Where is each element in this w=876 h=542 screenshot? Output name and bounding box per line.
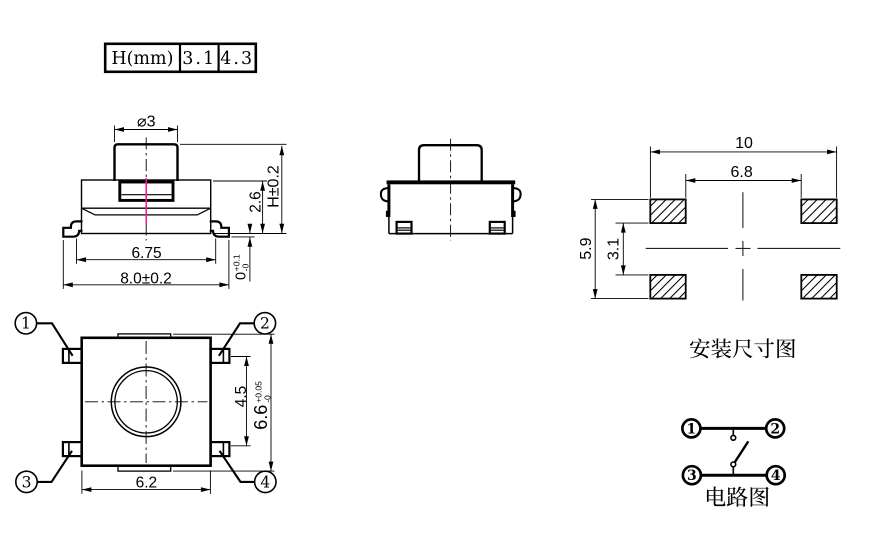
mounting-pad-top-left: [649, 198, 687, 224]
pin-number: 1: [21, 315, 31, 333]
circuit-pin-4: 4: [765, 464, 787, 486]
dimension-text-group: 4.5: [233, 386, 250, 408]
top-pin-callout-1: 1: [14, 311, 74, 357]
side-view: [379, 138, 522, 241]
pin-number-circle: [764, 418, 786, 439]
dimension-text: 2.6: [247, 191, 264, 213]
height-table-header: H(mm): [111, 49, 173, 69]
dimension-tolerance-lower: -0: [240, 263, 250, 271]
pin-number-circle: [681, 464, 703, 486]
terminal-outline: [61, 347, 83, 364]
mounting-dim-inner-height: 3.1: [606, 222, 649, 276]
dimension-text-group: 2.6: [247, 191, 264, 213]
pin-leader-line: [218, 322, 255, 357]
height-table-value: 4.3: [220, 49, 254, 69]
front-view: ⌀3 H±0.2 2.6 0 +0.1 -0: [62, 113, 287, 289]
dimension-text: 5.9: [578, 237, 595, 259]
dimension-text-group: 5.9: [578, 237, 595, 259]
height-table-value: 3.1: [182, 49, 216, 69]
dimension-text: 6.75: [132, 245, 162, 262]
front-dim-overall-width: 8.0±0.2: [62, 240, 230, 289]
pin-number: 2: [770, 421, 780, 437]
circuit-pin-2: 2: [764, 418, 786, 439]
circuit-contact-top: [730, 434, 737, 441]
top-body-outline: [80, 336, 212, 467]
top-terminal-4: [209, 441, 231, 458]
front-dim-overall-height: H±0.2: [180, 143, 287, 234]
pin-number: 3: [687, 468, 697, 484]
dimension-text: 6.2: [136, 475, 158, 492]
circuit-pin-1: 1: [681, 418, 702, 439]
dimension-text: ⌀3: [137, 113, 156, 130]
mounting-dim-outer-height: 5.9: [578, 198, 649, 300]
top-bump-bottom: [117, 465, 172, 472]
top-view: 1 2 3 4 6.2 4.5: [14, 311, 277, 494]
top-bump-top: [117, 333, 172, 339]
side-lead-hook-left: [379, 186, 389, 203]
dimension-text-group: H±0.2: [265, 165, 282, 208]
dimension-text: H±0.2: [265, 165, 282, 208]
dimension-text: 8.0±0.2: [120, 270, 172, 287]
top-dim-body-width: 6.2: [81, 470, 211, 494]
circuit-contact-bottom: [730, 461, 737, 468]
side-foot-outline: [488, 220, 506, 235]
pin-number-circle: [681, 418, 702, 439]
mounting-dim-outer-width: 10: [649, 135, 838, 198]
circuit-view-caption: 电路图: [704, 481, 770, 512]
terminal-outline: [209, 441, 231, 458]
dimension-text: 6.8: [730, 164, 752, 181]
pin-leader-line: [36, 322, 74, 357]
front-dim-standoff: 0 +0.1 -0: [231, 223, 255, 282]
circuit-view: 1 2 3 4 电路图: [681, 418, 787, 512]
top-dim-terminal-span: 4.5: [231, 356, 251, 447]
side-foot-outline: [395, 220, 413, 235]
top-terminal-2: [209, 347, 231, 364]
side-lead-hook-right: [513, 186, 522, 203]
pin-number: 4: [771, 468, 781, 484]
front-dim-contact-width: 6.75: [76, 238, 217, 264]
mounting-pad-top-right: [800, 198, 838, 224]
dimension-tolerance-upper: +0.05: [254, 381, 264, 403]
front-lead-left: [62, 220, 83, 238]
side-foot-right: [488, 220, 506, 235]
circuit-pin-3: 3: [681, 464, 703, 486]
top-pin-callout-3: 3: [15, 450, 73, 494]
dimension-text: 10: [735, 135, 753, 152]
dimension-text: 0: [233, 272, 249, 280]
pin-leader-line: [218, 450, 255, 483]
terminal-outline: [209, 347, 231, 364]
dimension-text: 3.1: [606, 238, 623, 260]
front-lead-right: [209, 220, 230, 238]
dimension-text-group: 0 +0.1 -0: [231, 254, 250, 280]
mounting-centerlines: [645, 192, 841, 301]
terminal-outline: [61, 441, 83, 458]
pin-number-circle: [15, 470, 38, 494]
circuit-switch-lever: [733, 440, 750, 463]
top-terminal-3: [61, 441, 83, 458]
pin-number: 2: [260, 315, 270, 333]
dimension-text: 6.6: [251, 405, 271, 430]
dimension-text-group: 6.6 +0.05 -0: [251, 381, 273, 430]
height-table: H(mm) 3.1 4.3: [103, 42, 258, 74]
pin-number: 3: [22, 473, 32, 491]
mounting-pad-bottom-right: [800, 273, 838, 300]
mounting-view-caption: 安装尺寸图: [689, 333, 797, 364]
pin-number: 4: [260, 473, 270, 491]
dimension-text: 4.5: [233, 386, 250, 408]
pin-number-circle: [765, 464, 787, 486]
mounting-view: 10 6.8 5.9 3.1 安装尺寸图: [578, 135, 841, 364]
mounting-pad-bottom-left: [649, 273, 687, 300]
mounting-dim-inner-width: 6.8: [685, 164, 802, 198]
pin-leader-line: [37, 450, 73, 483]
pin-number-circle: [14, 311, 38, 335]
side-foot-left: [395, 220, 413, 235]
pin-number: 1: [687, 421, 697, 437]
top-dim-body-height: 6.6 +0.05 -0: [173, 333, 275, 472]
dimension-text-group: 3.1: [606, 238, 623, 260]
front-dim-stem-diameter: ⌀3: [114, 113, 178, 142]
front-dim-body-height: 2.6: [213, 180, 267, 234]
dimension-tolerance-upper: +0.1: [231, 254, 241, 271]
dimension-tolerance-lower: -0: [263, 395, 273, 403]
